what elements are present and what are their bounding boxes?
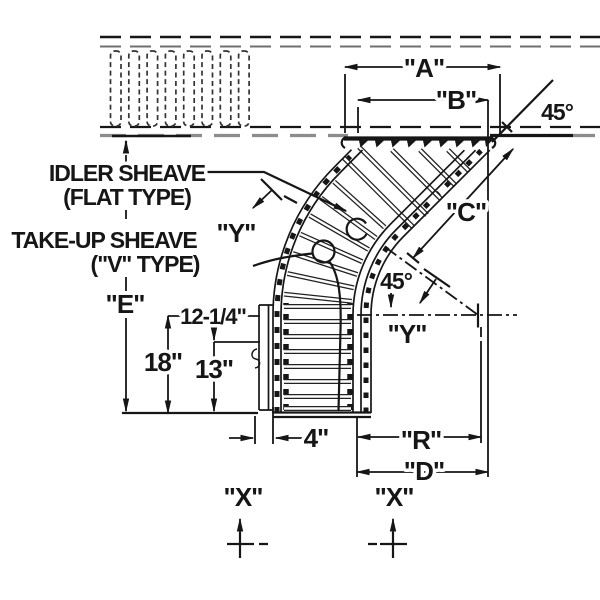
dimensions <box>122 63 554 558</box>
merge-angle-line <box>491 79 554 143</box>
y-lower-label: "Y" <box>388 319 427 349</box>
dim-b-label: "B" <box>436 85 476 115</box>
idler-sheave-label-line1: IDLER SHEAVE <box>49 160 206 186</box>
dim-12quarter-label: 12-1/4" <box>180 304 246 329</box>
takeup-sheave-glyph <box>311 239 336 264</box>
dim-d-label: "D" <box>404 456 444 486</box>
dim-13-label: 13" <box>195 354 233 384</box>
mount-bracket <box>251 304 273 411</box>
x-datum-left <box>227 517 268 558</box>
angle-top-right-label: 45° <box>541 99 574 125</box>
merge-cap-roller-tabs <box>359 140 492 148</box>
angle-center-label: 45° <box>380 268 413 294</box>
curve-frame-edges <box>272 149 491 419</box>
y-upper-leader <box>251 189 273 210</box>
takeup-sheave-label-line2: ("V" TYPE) <box>91 251 200 277</box>
dim-r-label: "R" <box>401 425 441 455</box>
dim-c-label: "C" <box>446 197 486 227</box>
idler-leader <box>207 170 348 212</box>
idler-sheave-label-line2: (FLAT TYPE) <box>63 184 191 210</box>
idler-sheave-glyph <box>345 217 368 241</box>
annotation-text: IDLER SHEAVE (FLAT TYPE) TAKE-UP SHEAVE … <box>8 50 578 516</box>
belt-line <box>328 260 342 412</box>
dim-4-label: 4" <box>304 423 329 453</box>
dim-e-label: "E" <box>106 289 145 319</box>
main-line-roller-slats <box>109 50 250 127</box>
y-upper-label: "Y" <box>217 218 256 248</box>
belt-and-sheaves <box>311 217 368 412</box>
callout-leaders <box>122 139 348 268</box>
dim-a-label: "A" <box>404 53 444 83</box>
x-right-label: "X" <box>375 482 414 512</box>
x-left-label: "X" <box>224 482 263 512</box>
dim-c-line <box>411 147 515 260</box>
radius-centerline <box>384 246 479 316</box>
dim-18-label: 18" <box>144 347 182 377</box>
takeup-leader <box>252 252 313 268</box>
x-datum-right <box>368 517 407 558</box>
takeup-sheave-label-line1: TAKE-UP SHEAVE <box>11 227 197 253</box>
y-lower-leader <box>419 278 437 305</box>
curve-spur-section <box>251 135 497 419</box>
main-conveyor-line <box>100 35 600 138</box>
